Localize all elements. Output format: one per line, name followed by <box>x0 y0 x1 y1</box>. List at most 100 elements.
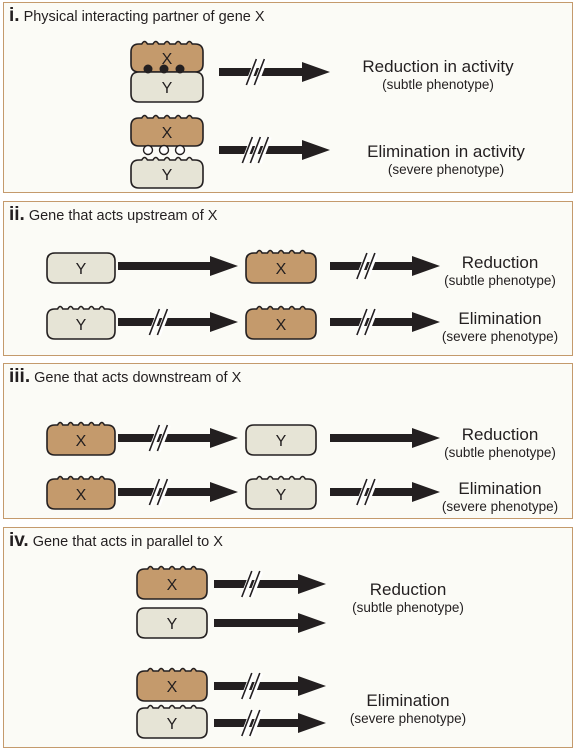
arrow-reduction <box>330 428 440 448</box>
interaction-dot <box>175 64 185 74</box>
broken-interaction-dot <box>142 144 154 156</box>
outcome-sub: (subtle phenotype) <box>352 599 464 615</box>
break-mark <box>363 252 379 280</box>
gene-label: Y <box>167 616 178 633</box>
panel-numeral: i. <box>9 5 20 26</box>
gene-y-icon: Y <box>245 424 317 456</box>
gene-label: X <box>276 261 287 278</box>
break-mark <box>356 478 368 506</box>
outcome-elimination: Elimination (severe phenotype) <box>343 691 473 726</box>
outcome-sub: (severe phenotype) <box>387 161 505 177</box>
panel-numeral: ii. <box>9 204 25 225</box>
gene-x-icon: X <box>245 305 317 340</box>
break-mark <box>364 308 376 336</box>
outcome-main: Elimination <box>458 309 542 328</box>
broken-interaction-dot <box>158 144 170 156</box>
break-mark <box>249 136 264 164</box>
panel-title-text: Gene that acts downstream of X <box>34 370 242 386</box>
panel-title: iii.Gene that acts downstream of X <box>9 366 241 388</box>
break-mark <box>245 58 258 86</box>
gene-x-icon: X <box>130 40 204 73</box>
break-mark <box>364 478 376 506</box>
gene-x-icon: X <box>136 667 208 702</box>
outcome-reduction: Reduction (subtle phenotype) <box>343 580 473 615</box>
break-mark <box>156 424 169 452</box>
arrow-y-to-x <box>118 256 238 276</box>
outcome-sub: (severe phenotype) <box>441 328 559 344</box>
panel-title-text: Gene that acts in parallel to X <box>32 534 223 550</box>
outcome-main: Elimination in activity <box>367 142 525 161</box>
gene-x-icon: X <box>136 565 208 600</box>
break-mark <box>248 570 264 598</box>
panel-title: ii.Gene that acts upstream of X <box>9 204 217 226</box>
arrow-reduction <box>219 58 330 86</box>
arrow-elimination <box>330 308 440 336</box>
break-mark <box>156 308 171 336</box>
panel-title-text: Physical interacting partner of gene X <box>23 9 265 25</box>
interaction-dot <box>143 64 153 74</box>
break-mark <box>156 478 171 506</box>
panel-numeral: iii. <box>9 366 31 387</box>
outcome-main: Reduction <box>369 580 447 599</box>
outcome-main: Elimination <box>458 479 542 498</box>
gene-label: X <box>162 125 173 142</box>
panel-title: i.Physical interacting partner of gene X <box>9 5 265 27</box>
break-mark <box>355 308 371 336</box>
break-mark <box>253 58 266 86</box>
arrow-elimination <box>219 136 330 164</box>
gene-x-icon: X <box>130 114 204 147</box>
gene-label: Y <box>276 487 287 504</box>
gene-label: X <box>76 433 87 450</box>
gene-label: X <box>162 51 173 68</box>
break-mark <box>364 252 376 280</box>
panel-title-text: Gene that acts upstream of X <box>28 208 218 224</box>
gene-label: Y <box>162 80 173 97</box>
arrow-reduction <box>330 252 440 280</box>
outcome-reduction: Reduction (subtle phenotype) <box>430 425 570 460</box>
outcome-sub: (severe phenotype) <box>441 498 559 514</box>
arrow-x-to-y <box>118 478 238 506</box>
break-mark <box>148 424 161 452</box>
gene-y-icon: Y <box>245 475 317 510</box>
break-mark <box>241 136 256 164</box>
break-mark <box>240 672 256 700</box>
gene-label: Y <box>76 261 87 278</box>
break-mark <box>148 478 161 506</box>
break-mark <box>257 136 270 164</box>
break-mark <box>241 570 253 598</box>
panel-parallel: iv.Gene that acts in parallel to X <box>3 527 573 748</box>
outcome-sub: (subtle phenotype) <box>382 76 494 92</box>
outcome-main: Reduction <box>461 425 539 444</box>
gene-label: Y <box>167 716 178 733</box>
arrow-x-to-y <box>118 424 238 452</box>
break-mark <box>249 570 261 598</box>
gene-label: Y <box>276 433 287 450</box>
break-mark <box>148 424 163 452</box>
gene-y-icon: Y <box>46 252 116 284</box>
break-mark <box>363 308 379 336</box>
break-mark <box>240 709 256 737</box>
break-mark <box>240 570 256 598</box>
gene-label: Y <box>76 317 87 334</box>
break-mark <box>356 252 368 280</box>
break-mark <box>148 478 163 506</box>
break-mark <box>249 136 262 164</box>
outcome-elimination: Elimination (severe phenotype) <box>430 309 570 344</box>
break-mark <box>253 58 268 86</box>
broken-interaction-dot <box>174 144 186 156</box>
outcome-main: Elimination <box>366 691 450 710</box>
outcome-reduction: Reduction in activity (subtle phenotype) <box>352 57 524 92</box>
gene-y-icon: Y <box>46 305 116 340</box>
outcome-main: Reduction <box>461 253 539 272</box>
panel-physical-partner: i.Physical interacting partner of gene X <box>3 2 573 193</box>
break-mark <box>241 709 253 737</box>
break-mark <box>355 252 371 280</box>
gene-label: Y <box>162 167 173 184</box>
break-mark <box>249 672 261 700</box>
break-mark <box>249 709 261 737</box>
break-mark <box>248 709 264 737</box>
arrow-y-pathway <box>214 613 326 633</box>
arrow-y-to-x <box>118 308 238 336</box>
outcome-sub: (severe phenotype) <box>349 710 467 726</box>
panel-title: iv.Gene that acts in parallel to X <box>9 530 223 552</box>
